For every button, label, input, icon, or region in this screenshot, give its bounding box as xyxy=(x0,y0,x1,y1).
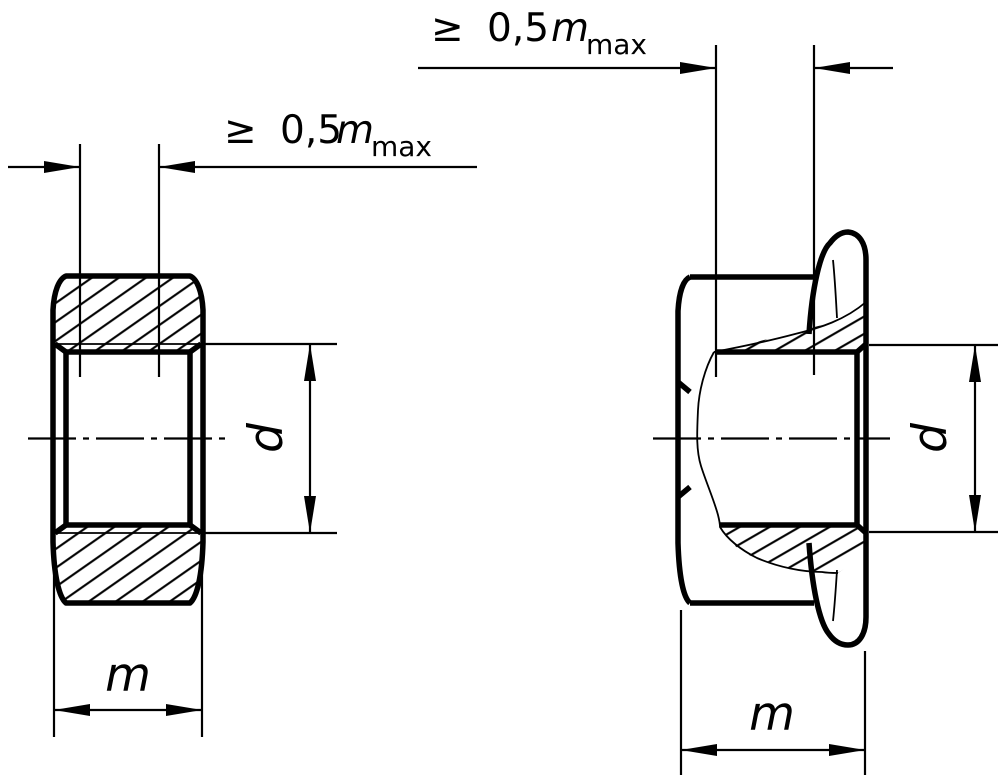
bore-chamfer-bevels xyxy=(855,341,868,536)
arrowhead-left-icon xyxy=(681,744,717,756)
arrowhead-up-icon xyxy=(969,345,981,382)
arrowhead-right-icon xyxy=(44,161,80,173)
right-m-dimension: m xyxy=(679,610,867,775)
arrowhead-down-icon xyxy=(969,495,981,532)
left-view-hex-nut: ≥ 0,5 m max d xyxy=(8,108,477,737)
right-engagement-label: ≥ 0,5 m max xyxy=(431,6,647,61)
section-hatch-bottom xyxy=(720,525,866,573)
arrowhead-right-icon xyxy=(680,62,716,74)
section-hatch-top xyxy=(53,276,203,352)
arrowhead-up-icon xyxy=(304,344,316,381)
arrowhead-left-icon xyxy=(54,704,90,716)
flange-rim-inner-line-bottom xyxy=(832,569,838,622)
right-height-label: m xyxy=(749,687,795,742)
arrowhead-left-icon xyxy=(159,161,195,173)
left-engagement-dimension: ≥ 0,5 m max xyxy=(8,108,477,377)
left-face-chamfer-bevels xyxy=(676,379,692,500)
arrowhead-right-icon xyxy=(829,744,865,756)
right-d-dimension: d xyxy=(869,343,998,534)
section-hatch-top xyxy=(714,302,866,352)
flange-rim-inner-line-top xyxy=(832,259,838,319)
arrowhead-left-icon xyxy=(814,62,850,74)
right-engagement-dimension: ≥ 0,5 m max xyxy=(418,6,893,377)
left-engagement-label: ≥ 0,5 m max xyxy=(224,108,432,163)
left-m-dimension: m xyxy=(52,556,204,737)
right-diameter-label: d xyxy=(903,422,958,453)
right-nut-body xyxy=(653,229,890,648)
nut-outline xyxy=(50,273,206,606)
arrowhead-down-icon xyxy=(304,496,316,533)
section-hatch-bottom xyxy=(53,525,203,603)
left-d-dimension: d xyxy=(205,342,337,535)
left-diameter-label: d xyxy=(239,422,294,453)
bore-chamfer-bevels xyxy=(53,341,203,536)
left-nut-body xyxy=(28,273,228,606)
left-height-label: m xyxy=(105,648,151,703)
hex-left-side xyxy=(675,274,693,606)
partial-section-break-line xyxy=(696,351,839,574)
arrowhead-right-icon xyxy=(166,704,202,716)
section-break-line-top xyxy=(713,301,867,353)
right-view-flange-nut: ≥ 0,5 m max xyxy=(418,6,998,775)
